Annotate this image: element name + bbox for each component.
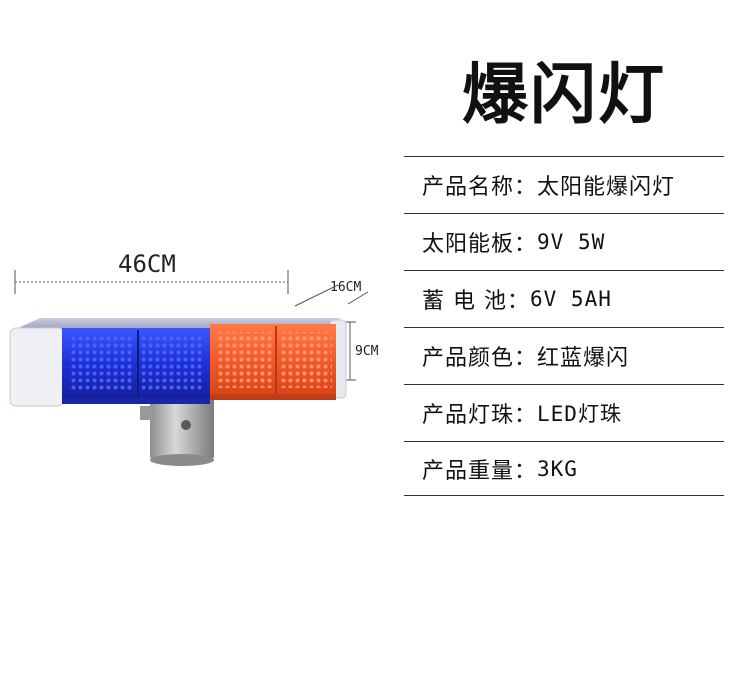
spec-label: 太阳能板：	[422, 232, 538, 257]
spec-row-battery: 蓄 电 池： 6V 5AH	[404, 270, 724, 327]
spec-label: 产品灯珠：	[422, 403, 538, 428]
spec-value: LED灯珠	[537, 402, 622, 426]
spec-table: 产品名称： 太阳能爆闪灯 太阳能板： 9V 5W 蓄 电 池： 6V 5AH 产…	[404, 156, 724, 496]
spec-row-led: 产品灯珠： LED灯珠	[404, 384, 724, 441]
spec-label: 蓄 电 池：	[422, 289, 530, 314]
spec-row-color: 产品颜色： 红蓝爆闪	[404, 327, 724, 384]
height-label: 9CM	[355, 344, 379, 359]
length-label: 46CM	[118, 250, 176, 278]
spec-label: 产品名称：	[422, 175, 538, 200]
spec-value: 3KG	[537, 456, 578, 481]
warning-light-image	[9, 270, 369, 466]
product-illustration: 46CM 16CM 9CM	[0, 230, 400, 470]
spec-value: 太阳能爆闪灯	[537, 175, 676, 200]
spec-value: 9V 5W	[537, 230, 606, 254]
depth-label: 16CM	[330, 280, 362, 295]
spec-label: 产品颜色：	[422, 346, 538, 371]
spec-label: 产品重量：	[422, 458, 538, 484]
page-title: 爆闪灯	[462, 56, 666, 133]
spec-row-solar-panel: 太阳能板： 9V 5W	[404, 213, 724, 270]
spec-row-weight: 产品重量： 3KG	[404, 441, 724, 496]
spec-row-name: 产品名称： 太阳能爆闪灯	[404, 156, 724, 213]
spec-value: 红蓝爆闪	[537, 346, 630, 371]
spec-value: 6V 5AH	[530, 287, 612, 311]
